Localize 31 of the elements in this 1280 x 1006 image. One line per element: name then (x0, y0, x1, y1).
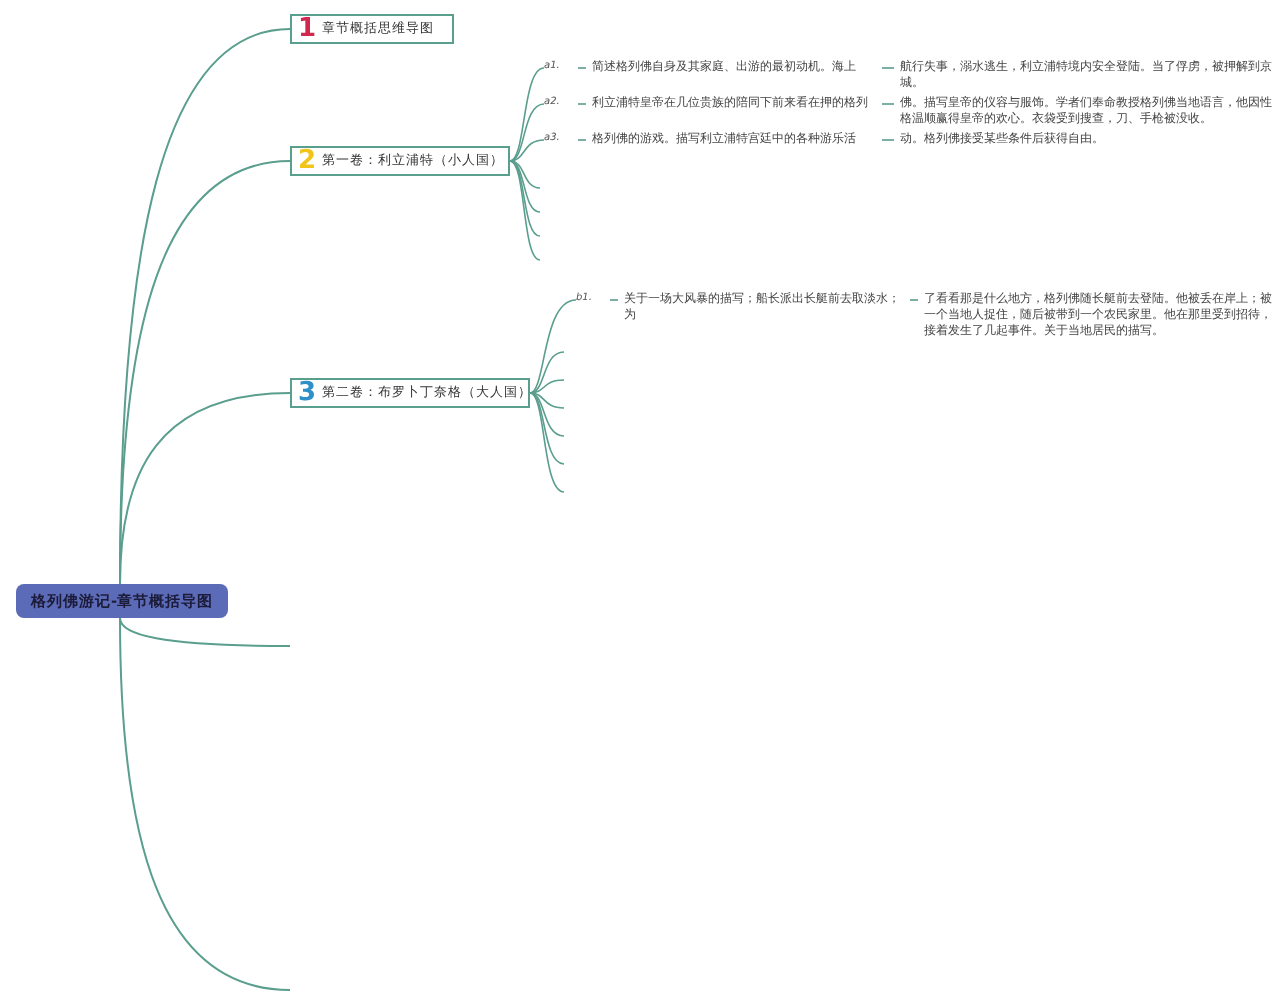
branch-line (529, 392, 565, 409)
branch-line (509, 160, 541, 189)
branch-line (529, 299, 577, 394)
branch-line (881, 139, 895, 141)
branch-line (529, 379, 565, 394)
branch-line (909, 299, 919, 301)
branch-line (577, 67, 587, 69)
branch-line (119, 617, 291, 647)
branch-line (529, 351, 565, 394)
topic-number: 2 (298, 148, 317, 174)
branch-line (881, 103, 895, 105)
branch-line (509, 160, 541, 261)
topic-box (290, 146, 510, 176)
branch-line (119, 392, 291, 585)
topic-box (290, 14, 454, 44)
branch-line (529, 392, 565, 465)
branch-line (529, 392, 565, 493)
topic-box (290, 378, 530, 408)
branch-line (509, 160, 541, 237)
branch-line (509, 139, 545, 162)
topic-number: 3 (298, 380, 317, 406)
branch-line (509, 67, 545, 162)
branch-line (609, 299, 619, 301)
topic-number: 1 (298, 16, 317, 42)
branch-line (509, 160, 541, 213)
branch-line (881, 67, 895, 69)
branch-line (509, 103, 545, 162)
branch-line (577, 103, 587, 105)
branch-line (119, 617, 291, 991)
branch-line (577, 139, 587, 141)
branch-line (529, 392, 565, 437)
